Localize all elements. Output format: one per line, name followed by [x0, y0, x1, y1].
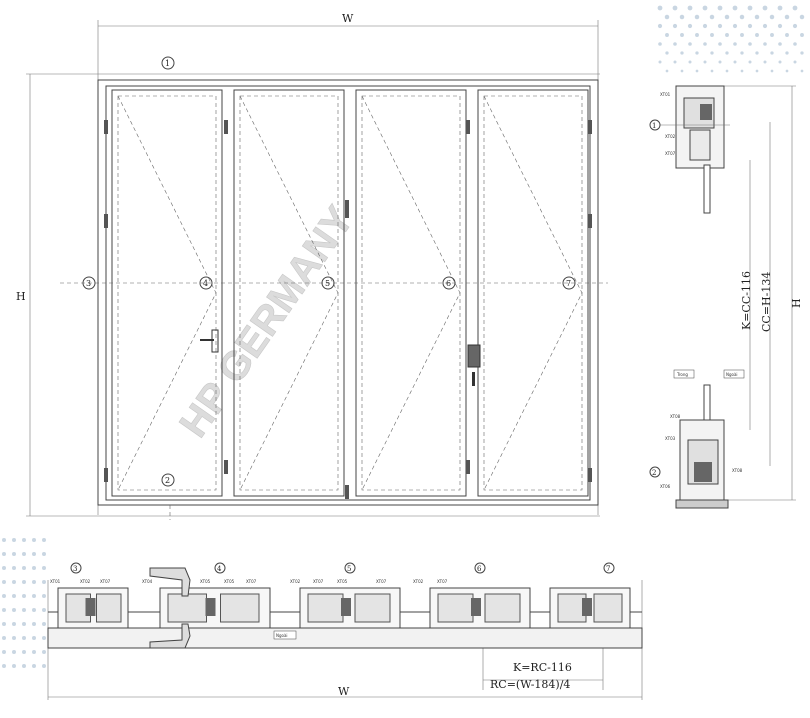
- inside-label: Trong: [676, 372, 688, 377]
- svg-text:XT03: XT03: [665, 436, 676, 441]
- part-code: XT02: [80, 579, 91, 584]
- marker-5-section: 5: [344, 562, 356, 574]
- handle-lever: [149, 567, 191, 649]
- watermark-text: HP GERMANY: [171, 198, 362, 445]
- profile-block: [299, 587, 401, 629]
- part-code: XT05: [337, 579, 348, 584]
- svg-text:1: 1: [165, 59, 170, 68]
- hinges: [104, 120, 592, 499]
- svg-text:XT08: XT08: [732, 468, 743, 473]
- elevation-markers: 1 2 3 4 5 6 7: [82, 56, 576, 487]
- door-panel: [477, 89, 589, 497]
- part-code: XT05: [224, 579, 235, 584]
- overall-width-dimension: W: [97, 12, 599, 515]
- svg-text:7: 7: [566, 279, 571, 288]
- part-code: XT05: [200, 579, 211, 584]
- section-markers: 3 4 5 6 7: [70, 562, 615, 574]
- background-dot-pattern: [2, 5, 805, 668]
- door-panels: [111, 89, 589, 497]
- marker-7-section: 7: [603, 562, 615, 574]
- right-height-label: H: [790, 298, 803, 308]
- outside-label-bottom: Ngoài: [276, 633, 288, 638]
- marker-6: 6: [442, 276, 456, 290]
- formula-k-vertical: K=CC-116: [740, 271, 753, 330]
- svg-text:7: 7: [606, 565, 610, 573]
- door-handle: [200, 329, 219, 353]
- marker-5: 5: [321, 276, 335, 290]
- part-code: XT07: [100, 579, 111, 584]
- svg-text:4: 4: [217, 565, 222, 573]
- part-code: XT02: [413, 579, 424, 584]
- overall-height-dimension: H: [16, 73, 600, 517]
- marker-6-section: 6: [474, 562, 486, 574]
- svg-text:XT02: XT02: [665, 134, 676, 139]
- marker-1: 1: [161, 56, 175, 70]
- part-code: XT01: [50, 579, 61, 584]
- svg-text:5: 5: [347, 565, 351, 573]
- part-code: XT07: [437, 579, 448, 584]
- marker-7: 7: [562, 276, 576, 290]
- part-code: XT04: [142, 579, 153, 584]
- part-code: XT07: [246, 579, 257, 584]
- svg-text:3: 3: [86, 279, 91, 288]
- marker-3-section: 3: [70, 562, 82, 574]
- part-code: XT07: [376, 579, 387, 584]
- formula-rc-horizontal: RC=(W-184)/4: [490, 678, 570, 691]
- marker-2-section: 2: [649, 466, 661, 478]
- bottom-profile: XT08 XT03 XT06 XT08: [660, 384, 743, 509]
- svg-text:2: 2: [652, 469, 656, 477]
- marker-4-section: 4: [214, 562, 226, 574]
- svg-text:6: 6: [477, 565, 482, 573]
- formula-cc-vertical: CC=H-134: [760, 272, 773, 332]
- bottom-part-codes: XT01 XT02 XT07 XT04 XT05 XT05 XT07 XT02 XT07 XT05…: [50, 579, 448, 584]
- door-panel: [355, 89, 467, 497]
- door-lock: [467, 344, 481, 386]
- svg-text:XT06: XT06: [660, 484, 671, 489]
- formula-k-horizontal: K=RC-116: [513, 661, 572, 674]
- door-elevation: [60, 79, 608, 520]
- door-panel: [233, 89, 345, 497]
- vertical-section-detail: H K=CC-116 CC=H-134 XT01 XT02 XT07 1 Tro…: [649, 85, 803, 509]
- outside-label: Ngoài: [726, 372, 738, 377]
- horizontal-profiles: [57, 587, 631, 629]
- profile-block: [57, 587, 129, 629]
- svg-text:6: 6: [446, 279, 451, 288]
- svg-text:3: 3: [73, 565, 77, 573]
- svg-text:2: 2: [165, 476, 170, 485]
- svg-text:XT07: XT07: [665, 151, 676, 156]
- svg-text:5: 5: [325, 279, 330, 288]
- bottom-width-label: W: [338, 685, 350, 698]
- profile-block: [159, 587, 271, 629]
- height-label: H: [16, 290, 26, 303]
- svg-text:1: 1: [652, 122, 656, 130]
- side-labels: Trong Ngoài: [673, 369, 745, 379]
- part-code: XT02: [290, 579, 301, 584]
- profile-block: [429, 587, 531, 629]
- profile-block: [549, 587, 631, 629]
- marker-3: 3: [82, 276, 96, 290]
- top-profile: XT01 XT02 XT07: [660, 85, 730, 214]
- marker-4: 4: [199, 276, 213, 290]
- part-code: XT07: [313, 579, 324, 584]
- marker-2: 2: [161, 473, 175, 487]
- svg-text:XT01: XT01: [660, 92, 671, 97]
- door-panel: [111, 89, 223, 497]
- svg-text:4: 4: [203, 279, 208, 288]
- svg-text:XT08: XT08: [670, 414, 681, 419]
- marker-1-section: 1: [649, 119, 661, 131]
- width-label: W: [342, 12, 354, 25]
